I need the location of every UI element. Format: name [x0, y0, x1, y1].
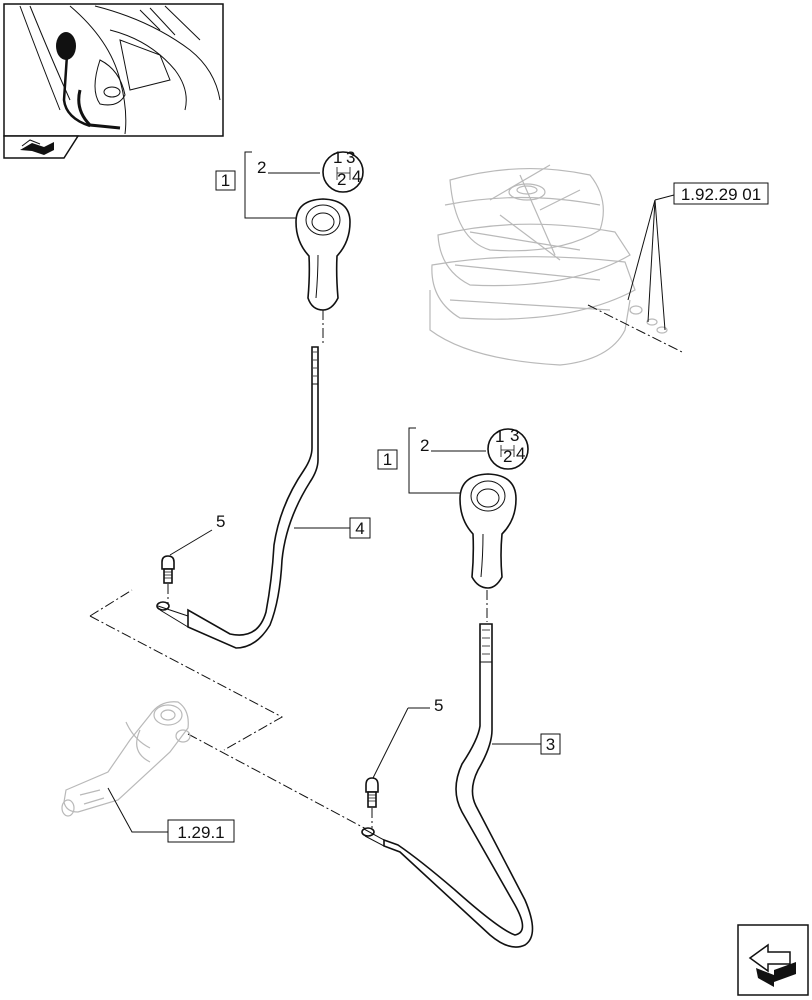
callout-bolt-b-number[interactable]: 5: [434, 696, 443, 715]
callout-lever-b-number: 3: [546, 735, 555, 754]
callout-bolt-a-number[interactable]: 5: [216, 512, 225, 531]
link-center-line: [187, 733, 369, 831]
leader-bolt-b-b: [372, 707, 409, 779]
bellows-ref-box[interactable]: 1.92.29 01: [673, 182, 769, 205]
gear-lever-b: [361, 623, 534, 948]
callout-knob-b-number: 1: [383, 450, 392, 469]
gear-3-label: 3: [346, 148, 355, 167]
bellows-center-line: [587, 304, 683, 353]
bolt-b: [365, 777, 379, 808]
callout-pattern-a-number[interactable]: 2: [257, 158, 266, 177]
lever-assembly-ref-label: 1.29.1: [177, 823, 224, 842]
leader-lever-assembly: [107, 787, 168, 833]
gear-lever-a: [156, 346, 319, 649]
gear-1-label-b: 1: [495, 427, 504, 446]
callout-pattern-b-number[interactable]: 2: [420, 436, 429, 455]
gear-lever-bellows: [429, 164, 668, 366]
callout-lever-a-number: 4: [355, 519, 364, 538]
tractor-cab-icon: [19, 5, 221, 135]
gear-knob-a: [295, 198, 351, 311]
bracket-knob-a: [244, 151, 300, 219]
bracket-knob-b: [408, 427, 462, 494]
gear-3-label-b: 3: [510, 426, 519, 445]
shift-pattern-disc-a: 1 3 2 4: [322, 148, 364, 193]
gear-knob-b: [459, 473, 517, 589]
leader-bolt-a: [169, 529, 213, 556]
callout-lever-a[interactable]: 4: [294, 517, 371, 539]
shift-pattern-disc-b: 1 3 2 4: [487, 426, 529, 470]
bellows-ref-label: 1.92.29 01: [681, 185, 761, 204]
callout-knob-a[interactable]: 1: [215, 170, 236, 191]
gear-2-label: 2: [337, 170, 346, 189]
next-page-arrow-icon[interactable]: [737, 924, 809, 996]
gear-2-label-b: 2: [503, 447, 512, 466]
lever-assembly-ref-box[interactable]: 1.29.1: [167, 819, 235, 843]
linkage-center-line: [89, 589, 284, 751]
callout-lever-b[interactable]: 3: [492, 733, 561, 755]
gear-4-label: 4: [352, 167, 361, 186]
callout-knob-b[interactable]: 1: [377, 449, 398, 470]
locator-thumbnail[interactable]: [3, 3, 224, 137]
bellows-ref-leaders: [627, 194, 675, 331]
bolt-a: [161, 555, 175, 584]
book-arrow-icon[interactable]: [3, 135, 80, 159]
gear-4-label-b: 4: [516, 444, 525, 463]
shift-lever-assembly: [61, 701, 191, 817]
gear-1-label: 1: [333, 148, 342, 167]
callout-knob-a-number: 1: [221, 171, 230, 190]
